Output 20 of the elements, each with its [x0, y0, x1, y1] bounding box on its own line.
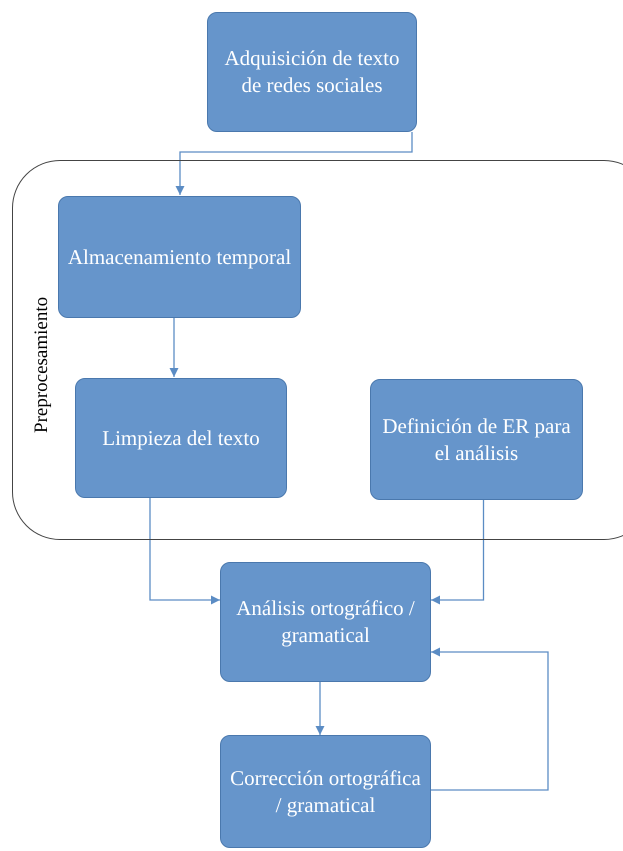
- box-label: Análisis ortográfico / gramatical: [235, 595, 416, 649]
- box-label: Almacenamiento temporal: [66, 244, 292, 270]
- process-box: [75, 378, 287, 498]
- group-container: [12, 160, 623, 540]
- box-label: Corrección ortográfica / gramatical: [229, 764, 422, 818]
- process-box: [58, 196, 301, 318]
- group-label: Preprocesamiento: [31, 296, 53, 433]
- box-label: Limpieza del texto: [101, 424, 261, 452]
- process-box: [220, 735, 431, 848]
- process-box: [207, 12, 417, 132]
- process-box: [220, 562, 431, 682]
- arrow: [431, 499, 484, 604]
- arrow: [170, 317, 178, 377]
- arrow: [176, 132, 413, 195]
- box-label: Adquisición de texto de redes sociales: [224, 45, 400, 99]
- arrow: [316, 682, 324, 735]
- arrow: [431, 648, 549, 791]
- box-label: Definición de ER para el análisis: [381, 412, 572, 466]
- process-box: [370, 379, 583, 500]
- arrow: [149, 497, 220, 604]
